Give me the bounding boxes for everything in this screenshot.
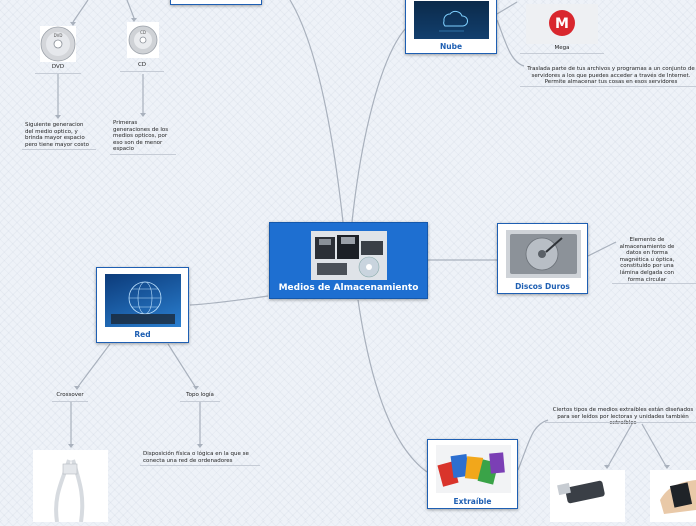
link-central-nube — [352, 28, 406, 222]
discos-desc-underline — [612, 283, 696, 284]
extraible-node[interactable]: Extraíble — [427, 439, 518, 509]
crossover-underline — [52, 401, 88, 402]
hard-disk-image — [506, 230, 581, 278]
link-central-extraible — [358, 300, 427, 472]
mega-label: Mega — [526, 45, 598, 51]
cd-desc-underline — [110, 154, 176, 155]
nube-node[interactable]: Nube — [405, 0, 497, 54]
link-extraible-desc — [518, 420, 548, 470]
removable-media-image — [436, 445, 511, 493]
topologia-underline — [180, 401, 220, 402]
mega-image: M — [526, 4, 598, 44]
link-cd-parent — [127, 0, 134, 18]
link-desc-usb — [607, 424, 632, 468]
network-cable-image — [33, 450, 108, 522]
crossover-label: Crossover — [50, 392, 90, 398]
link-nube-mega — [497, 2, 517, 14]
nube-label: Nube — [406, 42, 496, 51]
extraible-desc-underline — [545, 422, 696, 423]
network-globe-image — [105, 274, 181, 327]
link-top-central — [290, 0, 343, 222]
link-red-crossover — [77, 344, 110, 388]
extraible-label: Extraíble — [428, 497, 517, 506]
link-nube-desc — [497, 20, 524, 66]
cd-image: CD — [127, 22, 159, 58]
dvd-desc-underline — [22, 149, 96, 150]
nube-desc-underline — [520, 86, 696, 87]
central-title: Medios de Almacenamiento — [270, 283, 427, 293]
link-dvd-parent — [73, 0, 88, 22]
extraible-description: Ciertos tipos de medios extraíbles están… — [548, 407, 696, 427]
cd-underline — [120, 71, 164, 72]
topologia-description: Disposición física o lógica en la que se… — [143, 451, 257, 464]
svg-text:CD: CD — [140, 30, 146, 35]
link-desc-sd — [642, 424, 667, 468]
svg-text:M: M — [555, 16, 569, 32]
storage-media-image — [311, 231, 387, 280]
dvd-description: Siguiente generacion del medio optico, y… — [25, 122, 93, 148]
usb-drive-image — [550, 470, 625, 522]
cloud-image — [414, 1, 489, 39]
central-node[interactable]: Medios de Almacenamiento — [269, 222, 428, 299]
dvd-underline — [35, 73, 81, 74]
discos-duros-label: Discos Duros — [498, 282, 587, 291]
link-red-topologia — [168, 344, 196, 388]
top-node-fragment[interactable] — [170, 0, 262, 5]
discos-description: Elemento de almacenamiento de datos en f… — [616, 237, 678, 283]
sd-card-image — [650, 470, 696, 522]
nube-description: Traslada parte de tus archivos y program… — [524, 66, 696, 86]
red-label: Red — [97, 330, 188, 339]
mega-underline — [520, 53, 604, 54]
dvd-label: DVD — [35, 64, 81, 70]
cd-description: Primeras generaciones de los medios opti… — [113, 120, 175, 153]
dvd-image: DVD — [40, 26, 76, 62]
cd-label: CD — [120, 62, 164, 68]
red-node[interactable]: Red — [96, 267, 189, 343]
discos-duros-node[interactable]: Discos Duros — [497, 223, 588, 294]
topologia-desc-underline — [140, 465, 260, 466]
topologia-label: Topo logía — [178, 392, 222, 398]
link-discos-desc — [588, 242, 616, 256]
link-central-red — [190, 296, 268, 305]
svg-text:DVD: DVD — [54, 33, 63, 38]
